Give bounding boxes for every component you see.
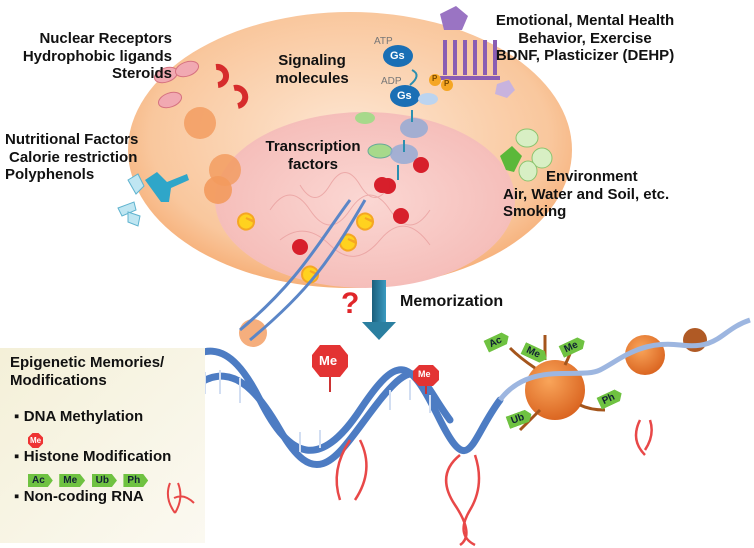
legend-item-histone-modification: ▪ Histone Modification: [14, 448, 171, 467]
polyphenols-text: Polyphenols: [5, 166, 95, 184]
emotional-ligand: [495, 80, 515, 98]
bullet: ▪: [14, 448, 20, 465]
factors-text: factors: [287, 155, 339, 173]
bullet: ▪: [14, 488, 20, 505]
nuclear-receptors-text: Nuclear Receptors: [39, 30, 172, 47]
legend-label: DNA Methylation: [23, 408, 144, 425]
gs-protein-atp: [383, 45, 413, 67]
signaling-cascade: [355, 69, 438, 194]
bullet: ▪: [14, 408, 20, 425]
signaling-text: Signaling: [278, 52, 346, 69]
memorization-label: Memorization: [400, 293, 504, 310]
methylation-marks: Me: [28, 430, 43, 448]
legend-label: Histone Modification: [23, 448, 172, 465]
legend-item-non-coding-rna: ▪ Non-coding RNA: [14, 488, 144, 507]
legend-label: Non-coding RNA: [23, 488, 144, 505]
gs-adp-label: Gs: [397, 90, 412, 102]
steroids-text: Steroids: [111, 65, 172, 83]
environment-text: Environment: [546, 168, 638, 185]
smoking-text: Smoking: [503, 203, 567, 221]
dna-me-label-1: Me: [319, 353, 338, 368]
steroid-ligands: [153, 60, 200, 109]
question-mark: ?: [341, 287, 360, 320]
transcription-factor-dots: [292, 177, 409, 255]
nuclear-receptor-label: Nuclear Receptors Hydrophobic ligands St…: [20, 30, 172, 83]
nuclear-receptors: [215, 63, 249, 109]
gs-atp-label: Gs: [390, 50, 405, 62]
behavior-exercise-text: Behavior, Exercise: [518, 29, 652, 47]
nutritional-factors-label: Nutritional Factors Calorie restriction …: [5, 131, 138, 184]
atp-label: ATP: [374, 36, 393, 47]
calorie-restriction-text: Calorie restriction: [9, 148, 138, 166]
air-water-soil-text: Air, Water and Soil, etc.: [503, 185, 670, 203]
emotional-ligand: [440, 6, 468, 30]
adp-label: ADP: [381, 76, 402, 87]
dna-me-label-2: Me: [418, 369, 431, 379]
ub-tag-icon: Ub: [91, 474, 117, 487]
memorization-arrow: [362, 280, 396, 340]
dna-methyl-mark: [312, 345, 439, 394]
nucleosome: [498, 317, 751, 420]
bdnf-plasticizer-text: BDNF, Plasticizer (DEHP): [495, 47, 675, 65]
nutritional-factors-text: Nutritional Factors: [5, 131, 139, 148]
environment-label: Environment Air, Water and Soil, etc. Sm…: [503, 168, 669, 221]
transcription-factors-label: Transcription factors: [258, 138, 368, 173]
panel-title: Epigenetic Memories/ Modifications: [10, 354, 164, 389]
environment-ligands: [515, 128, 553, 182]
ph-tag-icon: Ph: [123, 474, 149, 487]
epigenetic-legend-panel: Epigenetic Memories/ Modifications ▪ DNA…: [0, 348, 205, 543]
nutritional-receptor: [145, 172, 189, 202]
phosphate-label-2: P: [444, 79, 450, 88]
rna-icon: [166, 482, 195, 514]
environment-receptor: [500, 146, 522, 172]
panel-title-line-1: Epigenetic Memories/: [10, 354, 165, 371]
legend-item-dna-methylation: ▪ DNA Methylation: [14, 408, 143, 427]
me-mark-icon: Me: [28, 433, 43, 448]
phosphate-groups: [429, 74, 453, 91]
me-tag-icon: Me: [59, 474, 86, 487]
polyphenol-ligands: [117, 173, 145, 227]
dna-strand-top: [239, 199, 367, 342]
gpcr-receptor: [440, 40, 500, 80]
non-coding-rna: [335, 419, 653, 547]
panel-title-line-2: Modifications: [10, 371, 107, 389]
molecules-text: molecules: [275, 69, 349, 87]
ac-tag-icon: Ac: [28, 474, 53, 487]
gs-protein-adp: [390, 85, 420, 107]
transcription-text: Transcription: [265, 138, 361, 155]
hydrophobic-ligands-text: Hydrophobic ligands: [22, 47, 172, 65]
histone-marks: Ac Me Ub Ph: [28, 470, 150, 488]
signaling-molecules-label: Signaling molecules: [262, 52, 362, 87]
emotional-factors-label: Emotional, Mental Health Behavior, Exerc…: [480, 12, 690, 65]
emotional-mental-health-text: Emotional, Mental Health: [495, 12, 675, 29]
phosphate-label-1: P: [432, 74, 438, 83]
